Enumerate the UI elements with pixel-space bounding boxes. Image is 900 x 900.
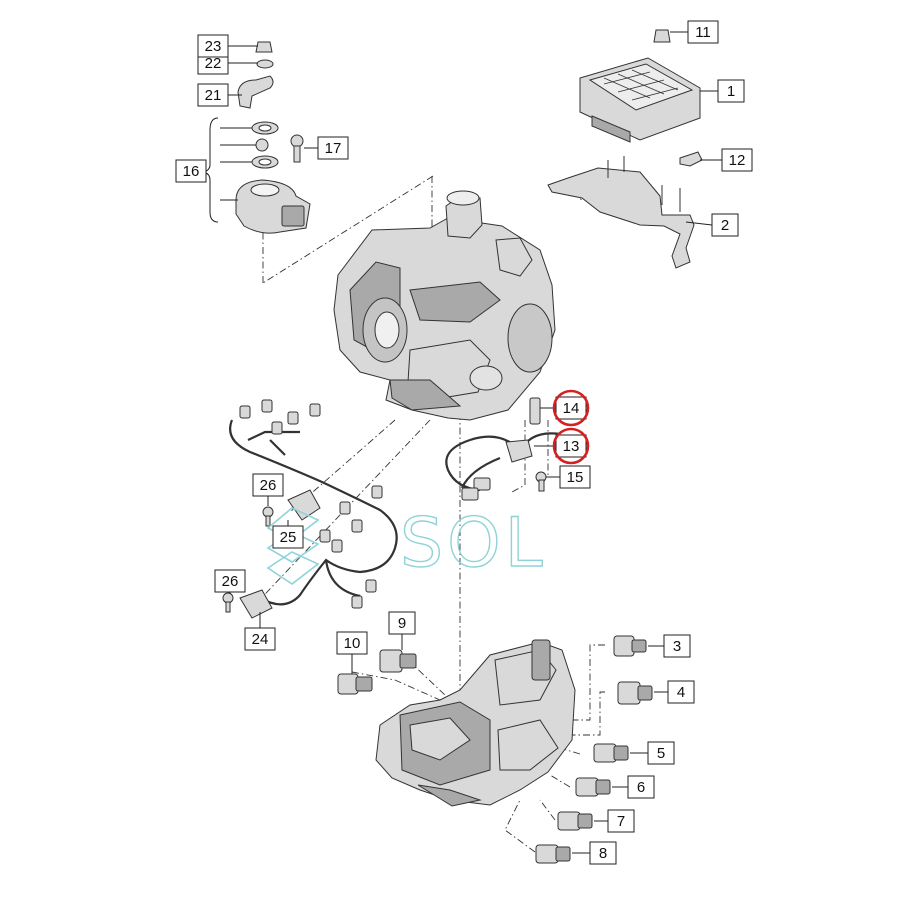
- svg-text:23: 23: [205, 38, 222, 55]
- svg-text:13: 13: [563, 438, 580, 455]
- solenoid-9: [379, 649, 417, 673]
- watermark: SOL: [266, 503, 547, 585]
- callout-14-highlighted: 14: [552, 389, 590, 427]
- callout-15: 15: [559, 465, 591, 489]
- callout-4: 4: [667, 680, 695, 704]
- solenoid-5: [593, 743, 629, 763]
- selector-lever-parts: [237, 41, 274, 109]
- bolts-26: [222, 506, 274, 613]
- callout-3: 3: [663, 634, 691, 658]
- callout-9: 9: [388, 611, 416, 635]
- callout-10: 10: [336, 631, 368, 655]
- solenoid-7: [557, 811, 593, 831]
- solenoid-10: [337, 673, 373, 695]
- callout-21: 21: [197, 83, 229, 107]
- callout-12: 12: [721, 148, 753, 172]
- callout-leaders: [226, 31, 722, 854]
- svg-text:26: 26: [260, 477, 277, 494]
- mounting-bracket: [547, 156, 695, 269]
- svg-text:21: 21: [205, 87, 222, 104]
- callout-13-highlighted: 13: [552, 427, 590, 465]
- svg-text:22: 22: [205, 55, 222, 72]
- callout-1: 1: [717, 79, 745, 103]
- watermark-text: SOL: [400, 504, 547, 583]
- svg-text:3: 3: [673, 638, 681, 655]
- bolt-17: [290, 134, 304, 163]
- svg-text:5: 5: [657, 745, 665, 762]
- callout-24: 24: [244, 627, 276, 651]
- svg-text:12: 12: [729, 152, 746, 169]
- svg-text:25: 25: [280, 529, 297, 546]
- solenoid-3: [613, 635, 647, 657]
- callout-23: 23: [197, 34, 229, 58]
- svg-text:8: 8: [599, 845, 607, 862]
- solenoid-6: [575, 777, 611, 797]
- svg-text:2: 2: [721, 217, 729, 234]
- callout-17: 17: [317, 136, 349, 160]
- callout-6: 6: [627, 775, 655, 799]
- svg-text:14: 14: [563, 400, 580, 417]
- callout-2: 2: [711, 213, 739, 237]
- transmission-housing: [333, 190, 556, 421]
- svg-text:6: 6: [637, 779, 645, 796]
- svg-text:15: 15: [567, 469, 584, 486]
- callout-7: 7: [607, 809, 635, 833]
- callout-16: 16: [175, 159, 207, 183]
- svg-text:10: 10: [344, 635, 361, 652]
- harness-connectors: [239, 399, 383, 609]
- svg-text:11: 11: [695, 24, 711, 41]
- callout-26-upper: 26: [252, 473, 284, 497]
- svg-text:1: 1: [727, 83, 735, 100]
- svg-text:26: 26: [222, 573, 239, 590]
- callout-26-lower: 26: [214, 569, 246, 593]
- wiring-harness: [229, 399, 398, 619]
- svg-text:7: 7: [617, 813, 625, 830]
- solenoid-8: [535, 844, 571, 864]
- retaining-clip: [679, 151, 703, 167]
- callout-25: 25: [272, 525, 304, 549]
- svg-text:9: 9: [398, 615, 406, 632]
- speed-sensor-parts: [445, 397, 561, 501]
- svg-text:17: 17: [325, 140, 342, 157]
- svg-text:24: 24: [252, 631, 269, 648]
- solenoid-valves: [337, 635, 653, 864]
- solenoid-4: [617, 681, 653, 705]
- control-unit: [579, 29, 701, 143]
- svg-text:16: 16: [183, 163, 200, 180]
- callout-5: 5: [647, 741, 675, 765]
- callout-11: 11: [687, 20, 719, 44]
- svg-text:4: 4: [677, 684, 685, 701]
- valve-body: [375, 639, 576, 807]
- callout-8: 8: [589, 841, 617, 865]
- selector-switch-assembly: [202, 117, 311, 234]
- callout-labels: 1 2 3 4 5 6 7 8 9 10 11 12 13 14 15 16 1…: [175, 20, 753, 865]
